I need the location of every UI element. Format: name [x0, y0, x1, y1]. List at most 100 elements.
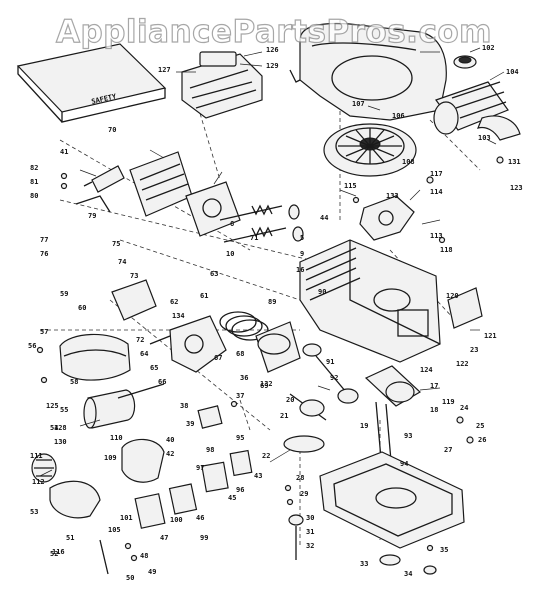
callout-label: 134 [172, 312, 185, 320]
valves-and-springs [219, 204, 304, 243]
callout-label: 82 [30, 164, 38, 172]
callout-label: 61 [200, 292, 208, 300]
camshaft [283, 393, 327, 453]
governor-gear [288, 514, 304, 560]
callout-label: 47 [160, 534, 168, 542]
callout-label: 22 [262, 452, 270, 460]
callout-label: 19 [360, 422, 368, 430]
callout-label: 118 [440, 246, 453, 254]
fasteners [36, 156, 504, 562]
callout-leaders [39, 47, 505, 477]
callout-label: 55 [60, 406, 68, 414]
connecting-rod [302, 343, 359, 404]
cylinder-head [129, 151, 241, 237]
callout-label: 93 [404, 432, 412, 440]
callout-label: 107 [352, 100, 365, 108]
carburetor [111, 279, 227, 373]
callout-label: 90 [318, 288, 326, 296]
callout-label: 23 [470, 346, 478, 354]
callout-label: 81 [30, 178, 38, 186]
callout-label: 41 [60, 148, 68, 156]
callout-label: 21 [280, 412, 288, 420]
callout-label: 35 [440, 546, 448, 554]
callout-label: 63 [210, 270, 218, 278]
callout-label: 37 [236, 392, 244, 400]
drain-plug [379, 554, 437, 575]
breather-plate [447, 287, 483, 329]
callout-label: 34 [404, 570, 412, 578]
cylinder-block [299, 239, 441, 363]
callout-label: 125 [46, 402, 59, 410]
callout-label: 30 [306, 514, 314, 522]
callout-label: 77 [40, 236, 48, 244]
callout-label: 133 [386, 192, 399, 200]
callout-label: 103 [478, 134, 491, 142]
callout-label: 101 [120, 514, 133, 522]
callout-label: 128 [54, 424, 67, 432]
callout-label: 48 [140, 552, 148, 560]
callout-label: 113 [430, 232, 443, 240]
callout-label: 79 [88, 212, 96, 220]
callout-label: 74 [118, 258, 126, 266]
callout-label: 62 [170, 298, 178, 306]
callout-label: 76 [40, 250, 48, 258]
muffler-cap [453, 55, 477, 69]
linkage-rod [75, 195, 165, 575]
callout-label: 111 [30, 452, 43, 460]
callout-label: 121 [484, 332, 497, 340]
callout-label: 100 [170, 516, 183, 524]
gaskets [134, 405, 253, 529]
callout-label: 20 [286, 396, 294, 404]
callout-label: 99 [200, 534, 208, 542]
lower-muffler [83, 389, 136, 429]
callout-label: 127 [158, 66, 171, 74]
flywheel [323, 123, 417, 177]
callout-label: 10 [226, 250, 234, 258]
callout-label: 106 [392, 112, 405, 120]
oil-sump [319, 451, 465, 549]
callout-label: 110 [110, 434, 123, 442]
callout-label: 59 [60, 290, 68, 298]
fuel-tank [59, 333, 131, 381]
callout-label: 27 [444, 446, 452, 454]
callout-label: 49 [148, 568, 156, 576]
callout-label: 130 [54, 438, 67, 446]
callout-label: 69 [260, 382, 268, 390]
callout-label: 71 [250, 234, 258, 242]
callout-label: 36 [240, 374, 248, 382]
callout-label: 6 [230, 220, 234, 228]
callout-label: 52 [50, 550, 58, 558]
callout-label: 108 [402, 158, 415, 166]
callout-label: 129 [266, 62, 279, 70]
oil-filler-cup [121, 438, 165, 483]
callout-label: 45 [228, 494, 236, 502]
ignition-coil [359, 195, 415, 241]
callout-label: 42 [166, 450, 174, 458]
part-callouts: 126 129 127 102 104 106 107 103 123 114 … [28, 44, 523, 582]
callout-label: 54 [50, 424, 58, 432]
callout-label: 109 [104, 454, 117, 462]
callout-label: 70 [108, 126, 116, 134]
callout-label: 43 [254, 472, 262, 480]
callout-label: 38 [180, 402, 188, 410]
callout-label: 95 [236, 434, 244, 442]
callout-label: 131 [508, 158, 521, 166]
callout-label: 72 [136, 336, 144, 344]
callout-label: 124 [420, 366, 433, 374]
callout-label: 75 [112, 240, 120, 248]
callout-label: 51 [66, 534, 74, 542]
callout-label: 116 [52, 548, 65, 556]
callout-label: 32 [306, 542, 314, 550]
spark-plug [83, 165, 125, 193]
callout-label: 39 [186, 420, 194, 428]
callout-label: 31 [306, 528, 314, 536]
callout-label: 50 [126, 574, 134, 582]
callout-label: 46 [196, 514, 204, 522]
callout-label: 16 [296, 266, 304, 274]
callout-label: 40 [166, 436, 174, 444]
callout-label: 67 [214, 354, 222, 362]
callout-label: 26 [478, 436, 486, 444]
callout-label: 91 [326, 358, 334, 366]
callout-label: 66 [158, 378, 166, 386]
callout-label: 73 [130, 272, 138, 280]
